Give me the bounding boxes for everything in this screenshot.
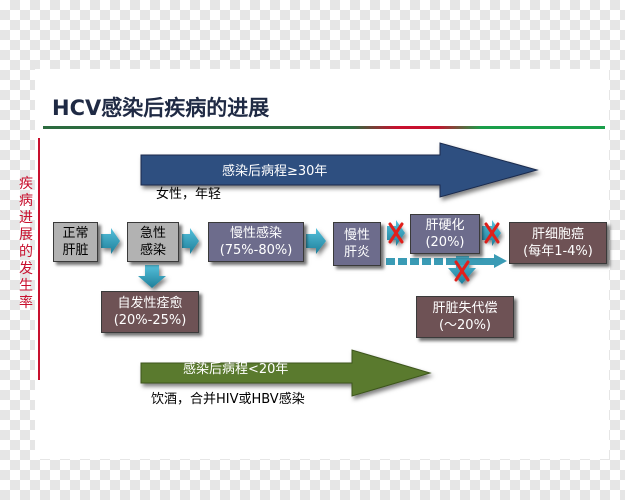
node-hcc: 肝细胞癌 (每年1-4%) [509,222,607,264]
node-line: (～20%) [438,318,492,333]
node-line: 感染 [139,243,166,258]
node-spontaneous-recovery: 自发性痊愈 (20%-25%) [101,291,199,333]
node-line: 肝炎 [343,245,370,260]
side-label: 疾病进展的发生率 [16,176,36,312]
flow-arrow [101,228,120,254]
node-normal-liver: 正常 肝脏 [53,222,98,262]
node-line: 肝细胞癌 [531,227,584,242]
title-underline [43,126,605,129]
node-line: 急性 [139,226,166,241]
side-divider-line [38,138,40,380]
node-line: (每年1-4%) [523,244,593,259]
blocked-cross-icon [454,260,470,282]
blocked-cross-icon [388,222,404,244]
node-decompensation: 肝脏失代偿 (～20%) [416,296,514,338]
node-line: (75%-80%) [219,243,293,258]
node-acute-infection: 急性 感染 [127,222,179,262]
flow-arrow [306,228,326,254]
node-cirrhosis: 肝硬化 (20%) [410,214,480,254]
top-arrow-note: 女性，年轻 [156,187,222,202]
node-chronic-infection: 慢性感染 (75%-80%) [208,222,304,262]
flow-arrow-down [138,265,166,288]
blocked-cross-icon [484,222,500,244]
bottom-arrow-label: 感染后病程<20年 [183,362,289,377]
node-line: 正常 [62,226,89,241]
node-line: 肝硬化 [425,218,465,233]
node-line: 慢性 [343,228,370,243]
node-line: 自发性痊愈 [117,296,183,311]
flow-arrow [182,228,199,254]
dashed-flow-arrow [386,254,507,268]
bottom-arrow-note: 饮酒，合并HIV或HBV感染 [151,392,305,407]
node-line: (20%-25%) [113,313,187,328]
diagram-title: HCV感染后疾病的进展 [52,96,270,120]
slide-background [35,69,609,459]
bottom-timeline-arrow [140,349,432,397]
node-line: (20%) [425,235,465,250]
top-arrow-label: 感染后病程≥30年 [222,164,328,179]
node-chronic-hepatitis: 慢性 肝炎 [333,222,381,266]
node-line: 慢性感染 [229,226,282,241]
top-timeline-arrow [140,142,539,198]
side-label-text: 疾病进展的发生率 [19,176,33,311]
node-line: 肝脏 [62,243,89,258]
node-line: 肝脏失代偿 [432,301,498,316]
